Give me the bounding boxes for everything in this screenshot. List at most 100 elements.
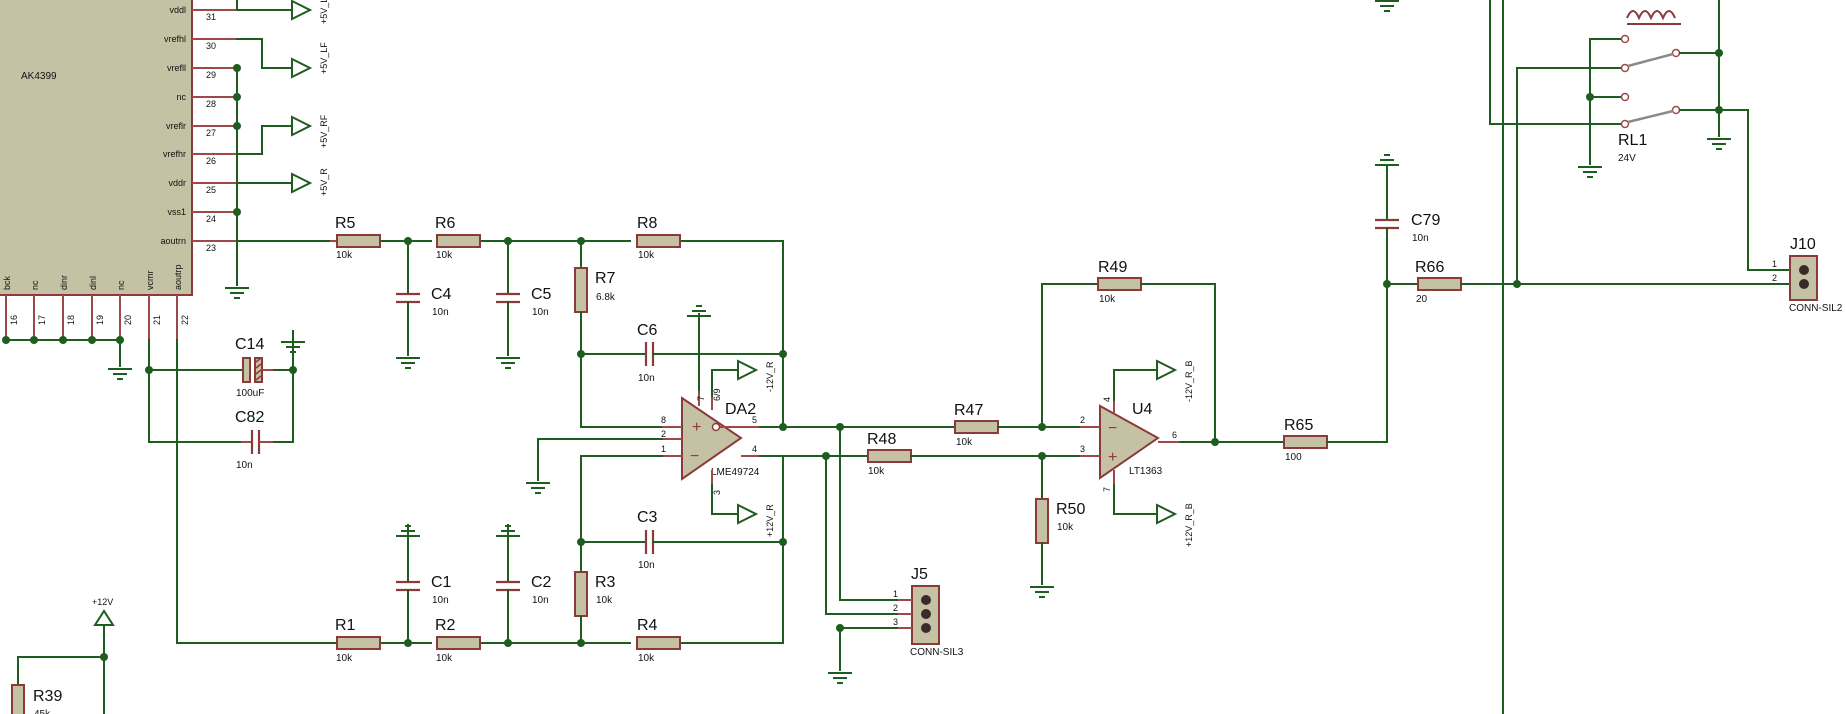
svg-text:22: 22: [180, 315, 190, 325]
svg-text:10k: 10k: [868, 466, 885, 477]
j5-connector: 1 2 3 J5 CONN-SIL3: [893, 566, 964, 658]
svg-text:16: 16: [9, 315, 19, 325]
c6-capacitor: C6 10n: [580, 322, 784, 384]
svg-text:2: 2: [661, 429, 666, 439]
svg-text:R3: R3: [595, 574, 616, 591]
ground-symbol-top: [1374, 0, 1400, 12]
svg-text:5: 5: [752, 415, 757, 425]
svg-text:C14: C14: [235, 336, 264, 353]
svg-text:21: 21: [152, 315, 162, 325]
svg-text:1: 1: [661, 444, 666, 454]
r2-resistor: R2 10k: [435, 617, 481, 664]
svg-text:R39: R39: [33, 688, 62, 705]
svg-text:45k: 45k: [34, 709, 51, 714]
c4-capacitor: C4 10n: [395, 240, 452, 369]
power-arrow-5v-rf: [291, 115, 313, 137]
svg-text:2: 2: [1772, 273, 1777, 283]
svg-text:24V: 24V: [1618, 153, 1636, 164]
r1-resistor: R1 10k: [335, 617, 381, 664]
svg-text:3: 3: [893, 617, 898, 627]
svg-text:C3: C3: [637, 509, 658, 526]
svg-text:10k: 10k: [1099, 294, 1116, 305]
svg-text:dinr: dinr: [59, 275, 69, 290]
svg-text:+12V: +12V: [92, 597, 113, 607]
svg-text:R5: R5: [335, 215, 356, 232]
svg-text:bck: bck: [2, 275, 12, 290]
svg-text:C1: C1: [431, 574, 452, 591]
svg-text:+5V_R: +5V_R: [319, 168, 329, 196]
svg-text:R47: R47: [954, 402, 983, 419]
svg-text:R4: R4: [637, 617, 658, 634]
svg-text:10n: 10n: [432, 307, 449, 318]
power-arrow-5v-lf: [291, 57, 313, 79]
differential-section: R47 10k R48 10k 1 2 3: [779, 402, 1101, 684]
c5-capacitor: C5 10n: [495, 240, 552, 369]
svg-text:1: 1: [893, 589, 898, 599]
svg-text:LT1363: LT1363: [1129, 466, 1163, 477]
svg-text:27: 27: [206, 128, 216, 138]
svg-text:26: 26: [206, 156, 216, 166]
svg-text:-12V_R_B: -12V_R_B: [1184, 360, 1194, 402]
svg-text:3: 3: [712, 490, 722, 495]
svg-text:vrefll: vrefll: [167, 63, 186, 73]
power-arrow-u4-neg: [1156, 359, 1178, 381]
svg-text:CONN-SIL2: CONN-SIL2: [1789, 303, 1843, 314]
svg-text:nc: nc: [30, 280, 40, 290]
svg-text:vrefhl: vrefhl: [164, 34, 186, 44]
chip-supply-wiring: +5V_L +5V_LF +5V_RF +5V_R: [2, 0, 337, 644]
power-arrow-da2-pos: [737, 503, 759, 525]
c14-capacitor: C14 100uF: [235, 336, 273, 399]
c3-capacitor: C3 10n: [580, 509, 784, 571]
svg-text:3: 3: [1080, 444, 1085, 454]
r8-resistor: R8 10k: [636, 215, 681, 261]
svg-text:LME49724: LME49724: [711, 467, 760, 478]
svg-text:10k: 10k: [956, 437, 973, 448]
svg-text:100: 100: [1285, 452, 1302, 463]
svg-text:10k: 10k: [436, 250, 453, 261]
svg-text:+12V_R: +12V_R: [765, 504, 775, 537]
upper-filter-chain: R5 10k R6 10k R8 10k C4 10n: [236, 215, 787, 428]
svg-text:8: 8: [661, 415, 666, 425]
power-arrow-u4-pos: [1156, 503, 1178, 525]
svg-text:10k: 10k: [1057, 522, 1074, 533]
svg-text:R65: R65: [1284, 417, 1313, 434]
c2-capacitor: C2 10n: [495, 524, 552, 644]
r3-resistor: R3 10k: [574, 455, 616, 644]
svg-text:vddl: vddl: [169, 5, 186, 15]
svg-text:6/9: 6/9: [712, 388, 722, 401]
da2-opamp: + − DA2 LME49724 8 2 1 5 4 7 6/9 -12V_R: [525, 305, 784, 537]
svg-text:10n: 10n: [638, 373, 655, 384]
svg-text:C5: C5: [531, 286, 552, 303]
svg-text:18: 18: [66, 315, 76, 325]
ground-symbol-bus: [107, 368, 133, 380]
svg-text:RL1: RL1: [1618, 132, 1647, 149]
lower-filter-chain: R1 10k R2 10k R4 10k C1 10n: [335, 455, 787, 664]
svg-text:10k: 10k: [638, 250, 655, 261]
svg-text:C2: C2: [531, 574, 552, 591]
svg-text:10n: 10n: [638, 560, 655, 571]
svg-text:1: 1: [1772, 259, 1777, 269]
svg-text:10n: 10n: [532, 307, 549, 318]
svg-text:C6: C6: [637, 322, 658, 339]
c1-capacitor: C1 10n: [395, 524, 452, 644]
svg-text:R49: R49: [1098, 259, 1127, 276]
power-arrow-12v: [93, 609, 115, 626]
svg-text:10n: 10n: [236, 460, 253, 471]
svg-text:R8: R8: [637, 215, 658, 232]
ground-symbol-da2: [525, 482, 551, 494]
j10-connector: 1 2 J10 CONN-SIL2: [1772, 236, 1843, 314]
svg-text:100uF: 100uF: [236, 388, 264, 399]
svg-text:C79: C79: [1411, 212, 1440, 229]
svg-text:23: 23: [206, 243, 216, 253]
r50-resistor: R50 10k: [1029, 455, 1085, 598]
svg-text:+12V_R_B: +12V_R_B: [1184, 503, 1194, 547]
svg-text:-12V_R: -12V_R: [765, 361, 775, 392]
svg-text:DA2: DA2: [725, 401, 756, 418]
svg-text:20: 20: [1416, 294, 1428, 305]
svg-text:J10: J10: [1790, 236, 1816, 253]
svg-text:10n: 10n: [432, 595, 449, 606]
svg-text:vss1: vss1: [167, 207, 186, 217]
r47-resistor: R47 10k: [954, 402, 999, 448]
